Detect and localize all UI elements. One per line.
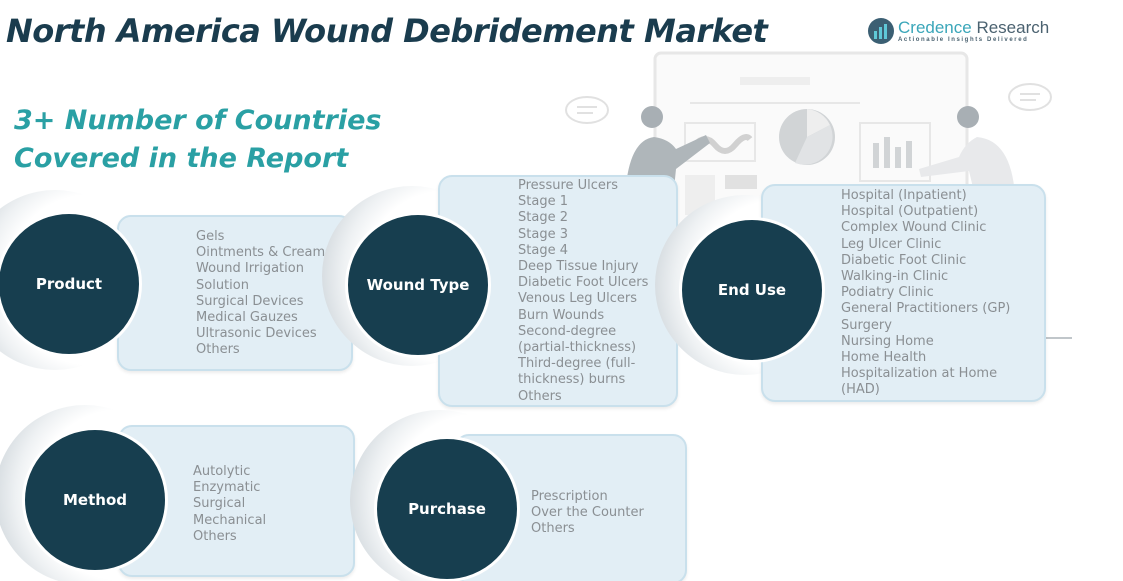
logo-name: Credence Research xyxy=(898,18,1050,37)
divider-line xyxy=(1030,337,1072,339)
list-item: Solution xyxy=(196,277,249,293)
method-list: Autolytic Enzymatic Surgical Mechanical … xyxy=(193,464,266,545)
list-item: Hospital (Inpatient) xyxy=(841,188,967,203)
list-item: Third-degree (full- xyxy=(518,356,636,372)
speech-bubble-right-icon xyxy=(1008,83,1052,111)
segment-circle-method[interactable]: Method xyxy=(22,427,168,573)
countries-covered-heading: 3+ Number of Countries Covered in the Re… xyxy=(14,102,381,178)
purchase-list: Prescription Over the Counter Others xyxy=(531,489,644,538)
list-item: Autolytic xyxy=(193,464,251,479)
list-item: Pressure Ulcers xyxy=(518,178,619,193)
end-use-list: Hospital (Inpatient) Hospital (Outpatien… xyxy=(841,188,1010,399)
speech-bubble-left-icon xyxy=(565,96,609,124)
list-item: Stage 2 xyxy=(518,210,568,226)
list-item: Surgical xyxy=(193,496,246,512)
segment-circle-wound-type[interactable]: Wound Type xyxy=(345,212,491,358)
list-item: Stage 4 xyxy=(518,242,568,258)
list-item: Gels xyxy=(196,229,225,244)
list-item: Venous Leg Ulcers xyxy=(518,291,638,307)
list-item: Burn Wounds xyxy=(518,307,605,323)
list-item: Stage 3 xyxy=(518,226,568,242)
list-item: Home Health xyxy=(841,350,927,366)
list-item: Prescription xyxy=(531,489,608,504)
list-item: (HAD) xyxy=(841,382,880,398)
list-item: Walking-in Clinic xyxy=(841,269,949,285)
list-item: Enzymatic xyxy=(193,480,261,496)
bar-chart-logo-icon xyxy=(868,18,894,44)
list-item: Hospital (Outpatient) xyxy=(841,204,979,220)
credence-research-logo: Credence Research Actionable Insights De… xyxy=(868,18,1049,44)
list-item: Second-degree xyxy=(518,323,617,339)
list-item: (partial-thickness) xyxy=(518,340,637,356)
list-item: Nursing Home xyxy=(841,333,934,349)
list-item: Podiatry Clinic xyxy=(841,285,934,301)
list-item: Stage 1 xyxy=(518,194,568,210)
list-item: Diabetic Foot Clinic xyxy=(841,252,967,268)
pie-chart-icon xyxy=(779,109,835,165)
list-item: Others xyxy=(518,388,562,404)
segment-circle-end-use[interactable]: End Use xyxy=(679,217,825,363)
list-item: Ultrasonic Devices xyxy=(196,326,317,342)
bar-chart-panel xyxy=(859,122,931,182)
logo-tagline: Actionable Insights Delivered xyxy=(898,37,1029,43)
list-item: Over the Counter xyxy=(531,505,644,521)
list-item: General Practitioners (GP) xyxy=(841,301,1011,317)
list-item: Mechanical xyxy=(193,512,267,528)
list-item: Others xyxy=(531,521,575,537)
wound-type-list: Pressure Ulcers Stage 1 Stage 2 Stage 3 … xyxy=(518,178,648,405)
subtitle-line-1: 3+ Number of Countries xyxy=(14,105,382,136)
list-item: Hospitalization at Home xyxy=(841,366,998,382)
list-item: Complex Wound Clinic xyxy=(841,220,987,236)
page-title: North America Wound Debridement Market xyxy=(6,12,768,50)
segment-circle-purchase[interactable]: Purchase xyxy=(374,436,520,581)
list-item: Others xyxy=(196,342,240,358)
presenter-man-figure xyxy=(919,106,1015,196)
list-item: Deep Tissue Injury xyxy=(518,259,639,275)
wave-chart-panel xyxy=(684,122,756,162)
list-item: Medical Gauzes xyxy=(196,310,298,326)
product-list: Gels Ointments & Creams Wound Irrigation… xyxy=(196,229,332,359)
list-item: Leg Ulcer Clinic xyxy=(841,236,942,252)
list-item: Ointments & Creams xyxy=(196,245,332,261)
list-item: Wound Irrigation xyxy=(196,261,304,277)
list-item: Others xyxy=(193,528,237,544)
segment-circle-product[interactable]: Product xyxy=(0,211,142,357)
list-item: Diabetic Foot Ulcers xyxy=(518,275,649,291)
subtitle-line-2: Covered in the Report xyxy=(14,143,349,174)
list-item: Surgical Devices xyxy=(196,293,304,309)
list-item: Surgery xyxy=(841,317,892,333)
list-item: thickness) burns xyxy=(518,372,626,388)
